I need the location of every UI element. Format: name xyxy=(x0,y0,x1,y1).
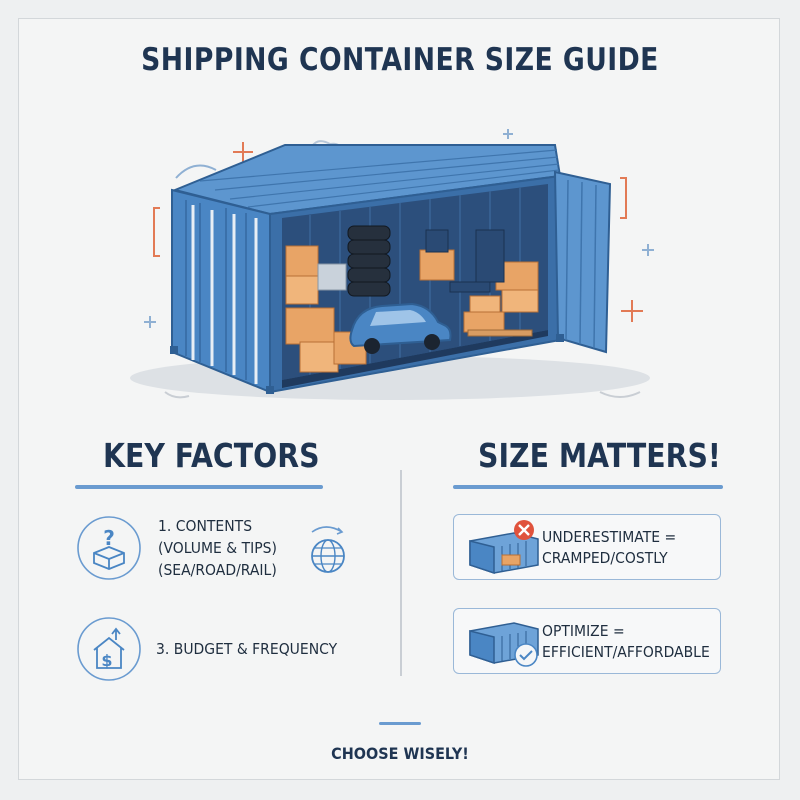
column-divider xyxy=(400,470,402,676)
svg-text:$: $ xyxy=(101,651,112,670)
sparkle-icon xyxy=(621,300,643,322)
card-line: UNDERESTIMATE = xyxy=(542,528,677,546)
factor-line: (VOLUME & TIPS) xyxy=(158,539,277,557)
car-icon xyxy=(349,302,452,354)
container-cross-icon xyxy=(469,520,539,575)
container-check-icon xyxy=(469,622,539,667)
key-factors-heading: KEY FACTORS xyxy=(103,436,320,475)
size-matters-heading: SIZE MATTERS! xyxy=(478,436,721,475)
factor-line: 1. CONTENTS xyxy=(158,517,253,535)
underestimate-card: UNDERESTIMATE = CRAMPED/COSTLY xyxy=(453,514,721,580)
factor-item: ? 1. CONTENTS (VOLUME & TIPS) (SEA/ROAD/… xyxy=(76,515,290,581)
page-title: SHIPPING CONTAINER SIZE GUIDE xyxy=(141,42,659,78)
box-question-icon: ? xyxy=(77,516,141,580)
optimize-card: OPTIMIZE = EFFICIENT/AFFORDABLE xyxy=(453,608,721,674)
card-line: OPTIMIZE = xyxy=(542,622,625,640)
footer-rule xyxy=(379,722,421,725)
plus-icon xyxy=(144,129,654,328)
footer-tagline: CHOOSE WISELY! xyxy=(331,744,469,763)
globe-icon xyxy=(311,526,345,573)
svg-text:?: ? xyxy=(103,526,115,550)
card-line: CRAMPED/COSTLY xyxy=(542,549,668,567)
container-illustration xyxy=(130,129,654,400)
factor-line: 3. BUDGET & FREQUENCY xyxy=(156,640,338,658)
size-matters-rule xyxy=(453,485,723,489)
factor-line: (SEA/ROAD/RAIL) xyxy=(158,561,277,579)
sparkle-icon xyxy=(233,142,253,162)
card-line: EFFICIENT/AFFORDABLE xyxy=(542,643,710,661)
factor-item: $ 3. BUDGET & FREQUENCY xyxy=(76,616,357,682)
key-factors-rule xyxy=(75,485,323,489)
house-dollar-icon: $ xyxy=(77,617,141,681)
